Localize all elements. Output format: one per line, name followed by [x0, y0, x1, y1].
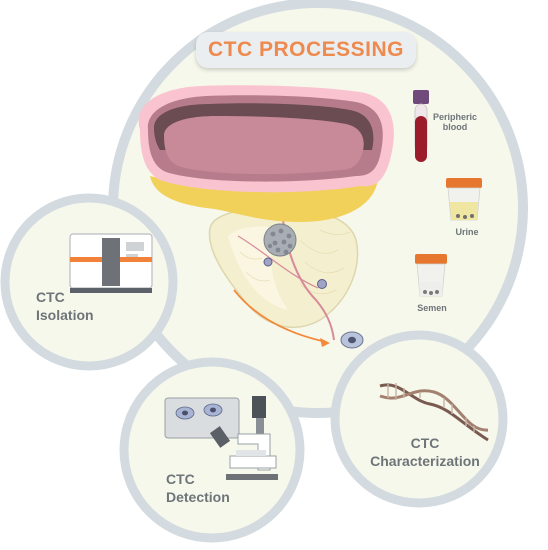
isolation-label: CTC Isolation	[36, 289, 94, 323]
blood-label: Peripheric blood	[432, 112, 478, 132]
circulating-cell	[263, 257, 273, 267]
blood-tube-icon	[413, 90, 429, 162]
dna-helix-icon	[379, 383, 489, 442]
release-arrow	[233, 289, 327, 343]
released-ctc-nucleus	[348, 336, 356, 344]
gland-texture	[239, 229, 351, 295]
urine-label: Urine	[455, 227, 479, 237]
prostate-illustration	[138, 85, 394, 349]
urine-cup-icon	[446, 178, 482, 221]
characterization-circle	[330, 330, 508, 508]
semen-label: Semen	[417, 303, 447, 313]
duct	[237, 235, 319, 289]
circulating-cell	[317, 279, 327, 289]
detection-circle	[119, 357, 305, 543]
release-arrowhead	[320, 338, 330, 347]
microscope-icon	[164, 396, 278, 480]
tumor-cells	[267, 228, 293, 255]
prostate-lobe	[228, 226, 288, 310]
bladder-lumen	[164, 116, 364, 175]
isolation-device-icon	[69, 233, 153, 293]
semen-cup-icon	[415, 254, 447, 297]
detection-label: CTC Detection	[166, 471, 230, 505]
characterization-label: CTC Characterization	[370, 435, 480, 469]
page-title: CTC PROCESSING	[196, 32, 416, 68]
